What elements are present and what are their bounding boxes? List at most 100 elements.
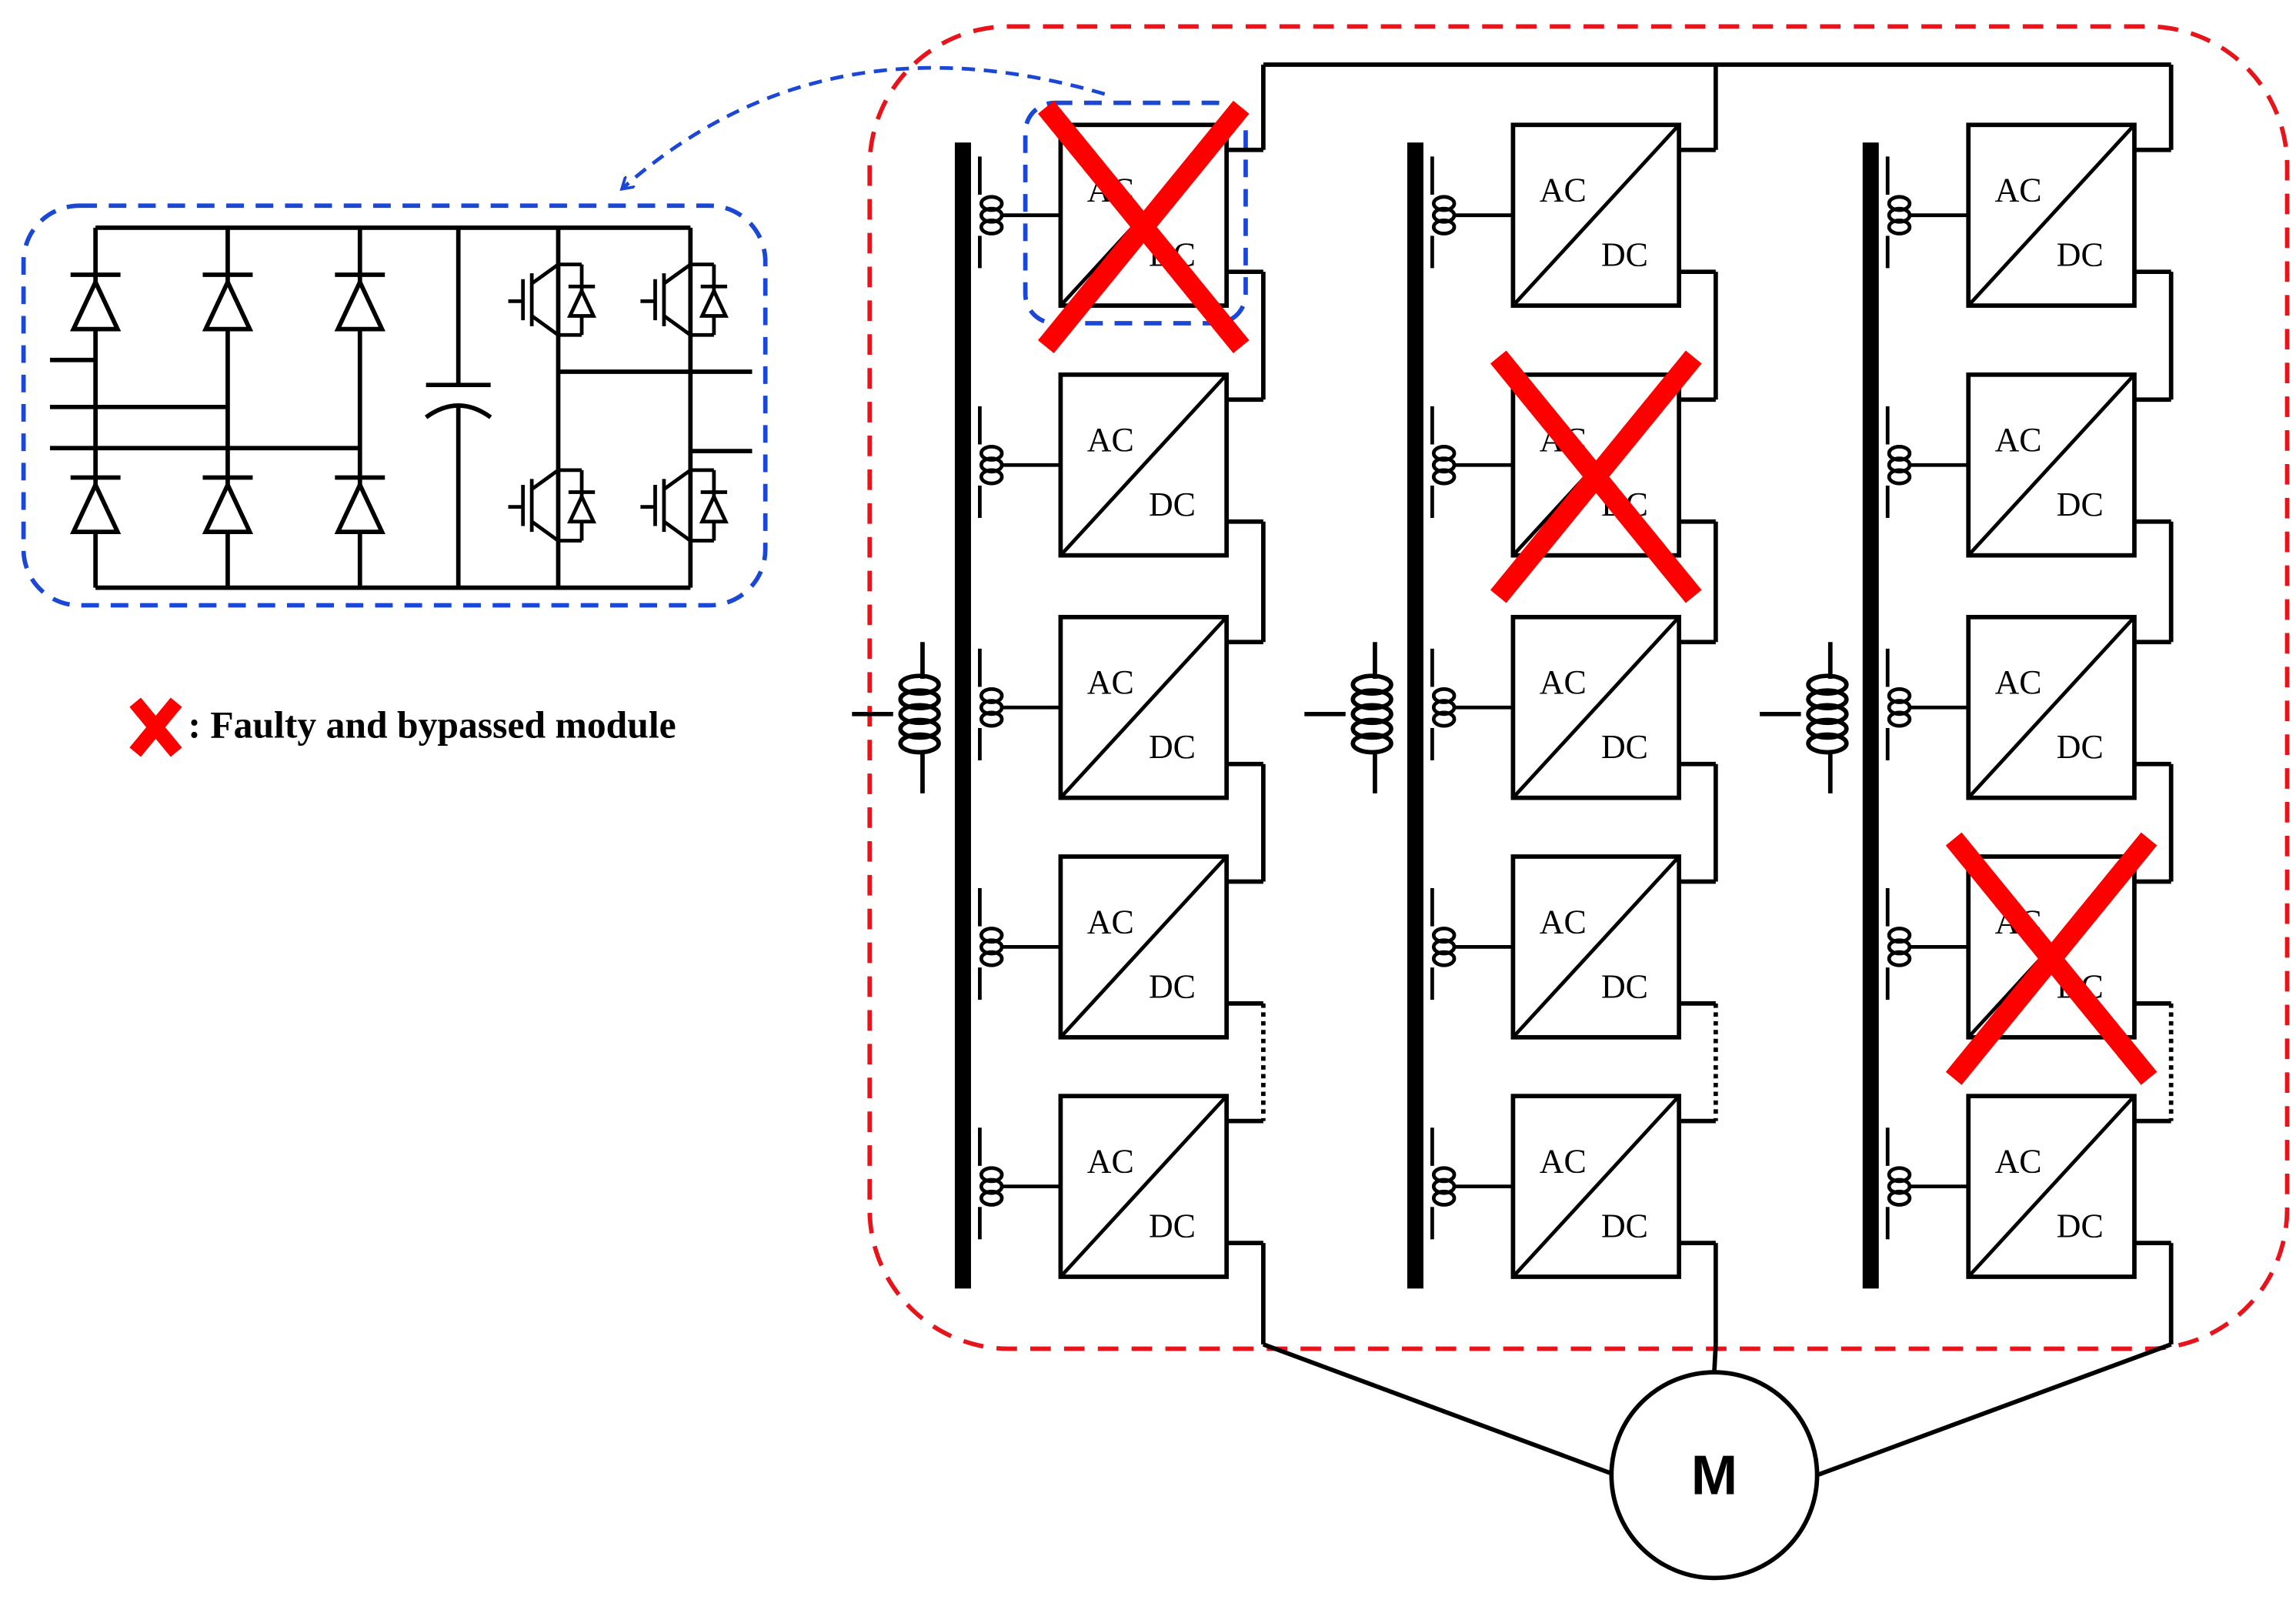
module-output-terminals: [2134, 879, 2171, 1006]
diode-icon: [334, 475, 385, 534]
module-ac-label: AC: [1540, 172, 1587, 209]
diode-icon: [202, 475, 254, 534]
motor: M: [1609, 1370, 1820, 1581]
module-ac-label: AC: [1995, 664, 2042, 701]
motor-leads: [1262, 1342, 2172, 1478]
secondary-winding-icon: [978, 156, 1061, 269]
module-diagonal: [1967, 123, 2136, 307]
module-output-terminals: [2134, 397, 2171, 524]
module-diagonal: [1059, 1094, 1228, 1278]
module-output-terminals: [1226, 147, 1263, 275]
secondary-winding-icon: [1430, 648, 1513, 760]
detail-arrow: [623, 65, 1106, 188]
module-dc-label: DC: [1149, 968, 1196, 1005]
module-output-terminals: [1679, 1118, 1716, 1245]
secondary-winding-icon: [1430, 156, 1513, 269]
motor-circle: [1609, 1370, 1820, 1581]
secondary-winding-icon: [1885, 406, 1969, 518]
igbt-icon: [508, 262, 597, 337]
module-diagonal: [1059, 616, 1228, 800]
module-dc-label: DC: [2057, 486, 2104, 523]
ac-dc-module: AC DC: [978, 372, 1263, 558]
secondary-winding-icon: [1885, 1127, 1969, 1240]
module-ac-label: AC: [1087, 904, 1134, 940]
primary-winding-icon: [1304, 642, 1393, 793]
primary-winding-icon: [1760, 642, 1849, 793]
ac-dc-module: AC DC: [1885, 614, 2171, 800]
inverter-switches: [508, 262, 729, 543]
legend: : Faulty and bypassed module: [129, 697, 676, 757]
legend-text: : Faulty and bypassed module: [188, 703, 676, 746]
secondary-winding-icon: [978, 406, 1061, 518]
module-ac-label: AC: [1995, 1143, 2042, 1180]
module-ac-label: AC: [1087, 422, 1134, 459]
module-output-terminals: [1679, 879, 1716, 1006]
ac-dc-module: AC DC: [1885, 122, 2171, 308]
module-ac-label: AC: [1540, 904, 1587, 940]
module-diagonal: [1059, 373, 1228, 557]
converter-columns: AC DC AC DC AC DC AC DC AC DC AC DC AC DC AC DC AC DC AC DC…: [852, 122, 2171, 1289]
ac-dc-module: AC DC: [978, 854, 1263, 1040]
secondary-bus-bar: [954, 142, 971, 1289]
ac-dc-module: AC DC: [1885, 1094, 2171, 1279]
module-ac-label: AC: [1995, 172, 2042, 209]
ac-dc-module: AC DC: [1885, 372, 2171, 558]
module-dc-label: DC: [1149, 729, 1196, 766]
module-dc-label: DC: [1149, 486, 1196, 523]
fault-cross-icon: [1037, 100, 1250, 353]
secondary-winding-icon: [1885, 648, 1969, 760]
module-diagonal: [1967, 616, 2136, 800]
ac-dc-module: AC DC: [1430, 1094, 1716, 1279]
module-diagonal: [1511, 616, 1680, 800]
module-ac-label: AC: [1540, 1143, 1587, 1180]
module-dc-label: DC: [1601, 1208, 1648, 1244]
module-dc-label: DC: [2057, 1208, 2104, 1244]
module-diagonal: [1511, 123, 1680, 307]
output-wiring: [1261, 62, 2174, 1478]
module-output-terminals: [1226, 1118, 1263, 1245]
module-diagonal: [1059, 855, 1228, 1039]
module-dc-label: DC: [1601, 237, 1648, 274]
ac-dc-module: AC DC: [1430, 854, 1716, 1040]
secondary-winding-icon: [978, 648, 1061, 760]
diode-icon: [69, 272, 122, 332]
module-output-terminals: [2134, 640, 2171, 767]
diode-icon: [202, 272, 254, 332]
module-dc-label: DC: [1149, 1208, 1196, 1244]
diode-icon: [334, 272, 385, 332]
fault-cross-icon: [1490, 350, 1702, 603]
module-ac-label: AC: [1540, 664, 1587, 701]
module-ac-label: AC: [1995, 422, 2042, 459]
module-dc-label: DC: [1601, 729, 1648, 766]
secondary-bus-bar: [1407, 142, 1423, 1289]
module-diagonal: [1967, 1094, 2136, 1278]
secondary-winding-icon: [1430, 888, 1513, 1000]
fault-cross-icon: [1945, 832, 2158, 1085]
secondary-winding-icon: [1430, 1127, 1513, 1240]
module-output-terminals: [1679, 147, 1716, 275]
rectifier-diodes: [69, 272, 385, 534]
igbt-icon: [508, 468, 597, 543]
secondary-bus-bar: [1862, 142, 1879, 1289]
ac-dc-module: AC DC: [1430, 614, 1716, 800]
module-output-terminals: [1226, 879, 1263, 1006]
module-output-terminals: [1226, 640, 1263, 767]
secondary-winding-icon: [1885, 156, 1969, 269]
fault-marks: [1037, 100, 2158, 1085]
detail-boundary: [21, 203, 768, 608]
primary-winding-icon: [852, 642, 941, 793]
motor-label: M: [1691, 1445, 1737, 1507]
module-dc-label: DC: [2057, 729, 2104, 766]
module-dc-label: DC: [2057, 237, 2104, 274]
system-boundary: [867, 24, 2290, 1351]
secondary-winding-icon: [978, 1127, 1061, 1240]
module-dc-label: DC: [1601, 968, 1648, 1005]
module-output-terminals: [2134, 1118, 2171, 1245]
module-output-terminals: [2134, 147, 2171, 275]
secondary-winding-icon: [1430, 406, 1513, 518]
